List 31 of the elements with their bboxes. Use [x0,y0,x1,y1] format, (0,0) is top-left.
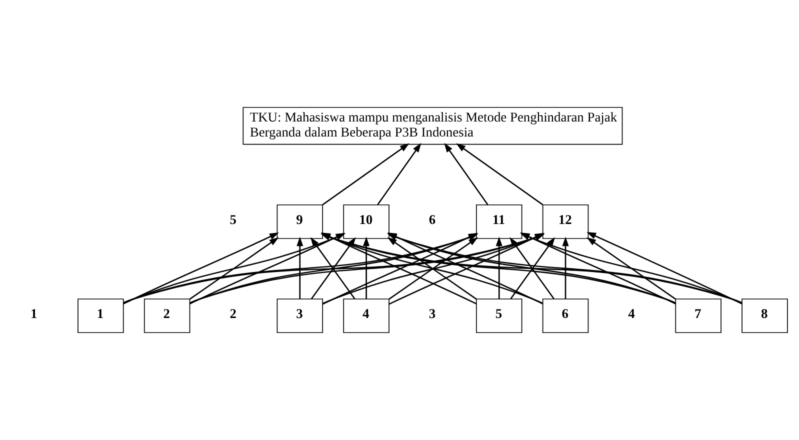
label: 6 [428,212,436,228]
arrow [456,143,544,206]
label: 4 [628,306,635,322]
node-box: 12 [542,204,589,239]
arrow [586,232,742,304]
node-box: 6 [542,298,589,334]
label: 2 [230,306,236,322]
arrow [322,143,410,206]
arrow [586,237,676,300]
node-box: 10 [343,204,390,239]
arrow [562,236,569,299]
node-box: 5 [476,298,522,334]
node-box: 8 [742,298,788,334]
arrow [296,236,304,299]
node-box: 7 [675,298,722,334]
arrow [123,232,279,304]
node-box: TKU: Mahasiswa mampu menganalisis Metode Penghindaran Pajak Berganda dalam Beberapa P3B Indonesia [242,106,623,145]
label: 1 [30,306,38,322]
arrow [377,142,422,206]
arrow [363,236,370,299]
node-box: 1 [78,298,124,334]
node-box: 9 [276,204,323,239]
node-box: 2 [144,298,190,334]
node-box: 11 [476,204,522,239]
arrow [444,142,488,206]
label: 3 [428,306,436,322]
node-box: 3 [276,298,323,334]
arrow [496,236,502,299]
node-box: 4 [343,298,390,334]
label: 5 [230,212,236,228]
arrow [190,237,279,300]
